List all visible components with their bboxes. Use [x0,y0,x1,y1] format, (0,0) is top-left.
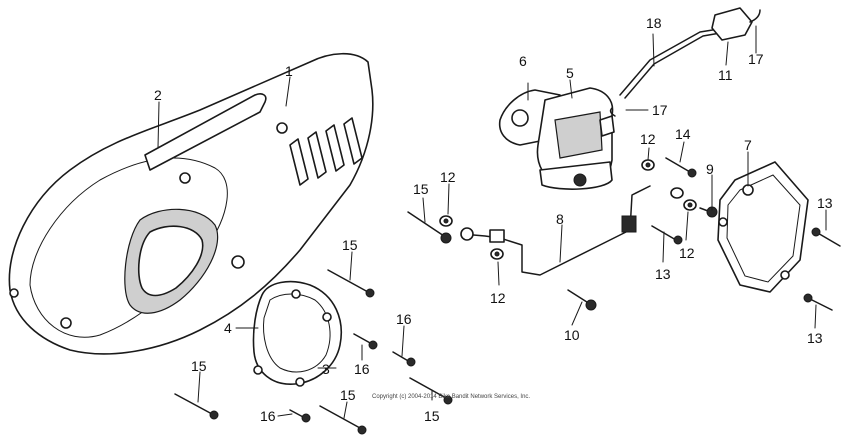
callout-15-b: 15 [342,237,358,253]
callout-9: 9 [706,161,714,177]
callout-12-d: 12 [679,245,695,261]
callout-2: 2 [154,87,162,103]
callout-13-b: 13 [817,195,833,211]
callout-17-a: 17 [748,51,764,67]
callout-14: 14 [675,126,691,142]
callout-15-d: 15 [340,387,356,403]
callout-5: 5 [566,65,574,81]
callout-labels: 1 2 3 4 5 6 7 8 9 10 11 12 12 12 12 13 1… [154,15,833,424]
brake-hose [460,185,651,276]
callout-11: 11 [718,67,733,83]
callout-13-c: 13 [807,330,823,346]
copyright-notice: Copyright (c) 2004-2014 Bike Bandit Netw… [372,394,530,400]
callout-10: 10 [564,327,580,343]
callout-16-c: 16 [260,408,276,424]
callout-12-c: 12 [640,131,656,147]
brake-caliper-assembly [498,87,615,190]
right-cover-plate [717,161,809,293]
fasteners [174,157,841,435]
callout-8: 8 [556,211,564,227]
callout-12-b: 12 [490,290,506,306]
crankcase-cover [8,52,374,355]
callout-15-c: 15 [191,358,207,374]
callout-16-a: 16 [396,311,412,327]
callout-17-b: 17 [652,102,668,118]
switch-rod [609,7,761,117]
callout-18: 18 [646,15,662,31]
small-cover [252,280,342,387]
callout-3: 3 [322,361,330,377]
callout-13-a: 13 [655,266,671,282]
callout-15-a: 15 [413,181,429,197]
leader-lines [157,25,827,419]
callout-12-a: 12 [440,169,456,185]
callout-15-e: 15 [424,408,440,424]
callout-1: 1 [285,63,293,79]
callout-7: 7 [744,137,752,153]
callout-4: 4 [224,320,232,336]
callout-6: 6 [519,53,527,69]
callout-16-b: 16 [354,361,370,377]
